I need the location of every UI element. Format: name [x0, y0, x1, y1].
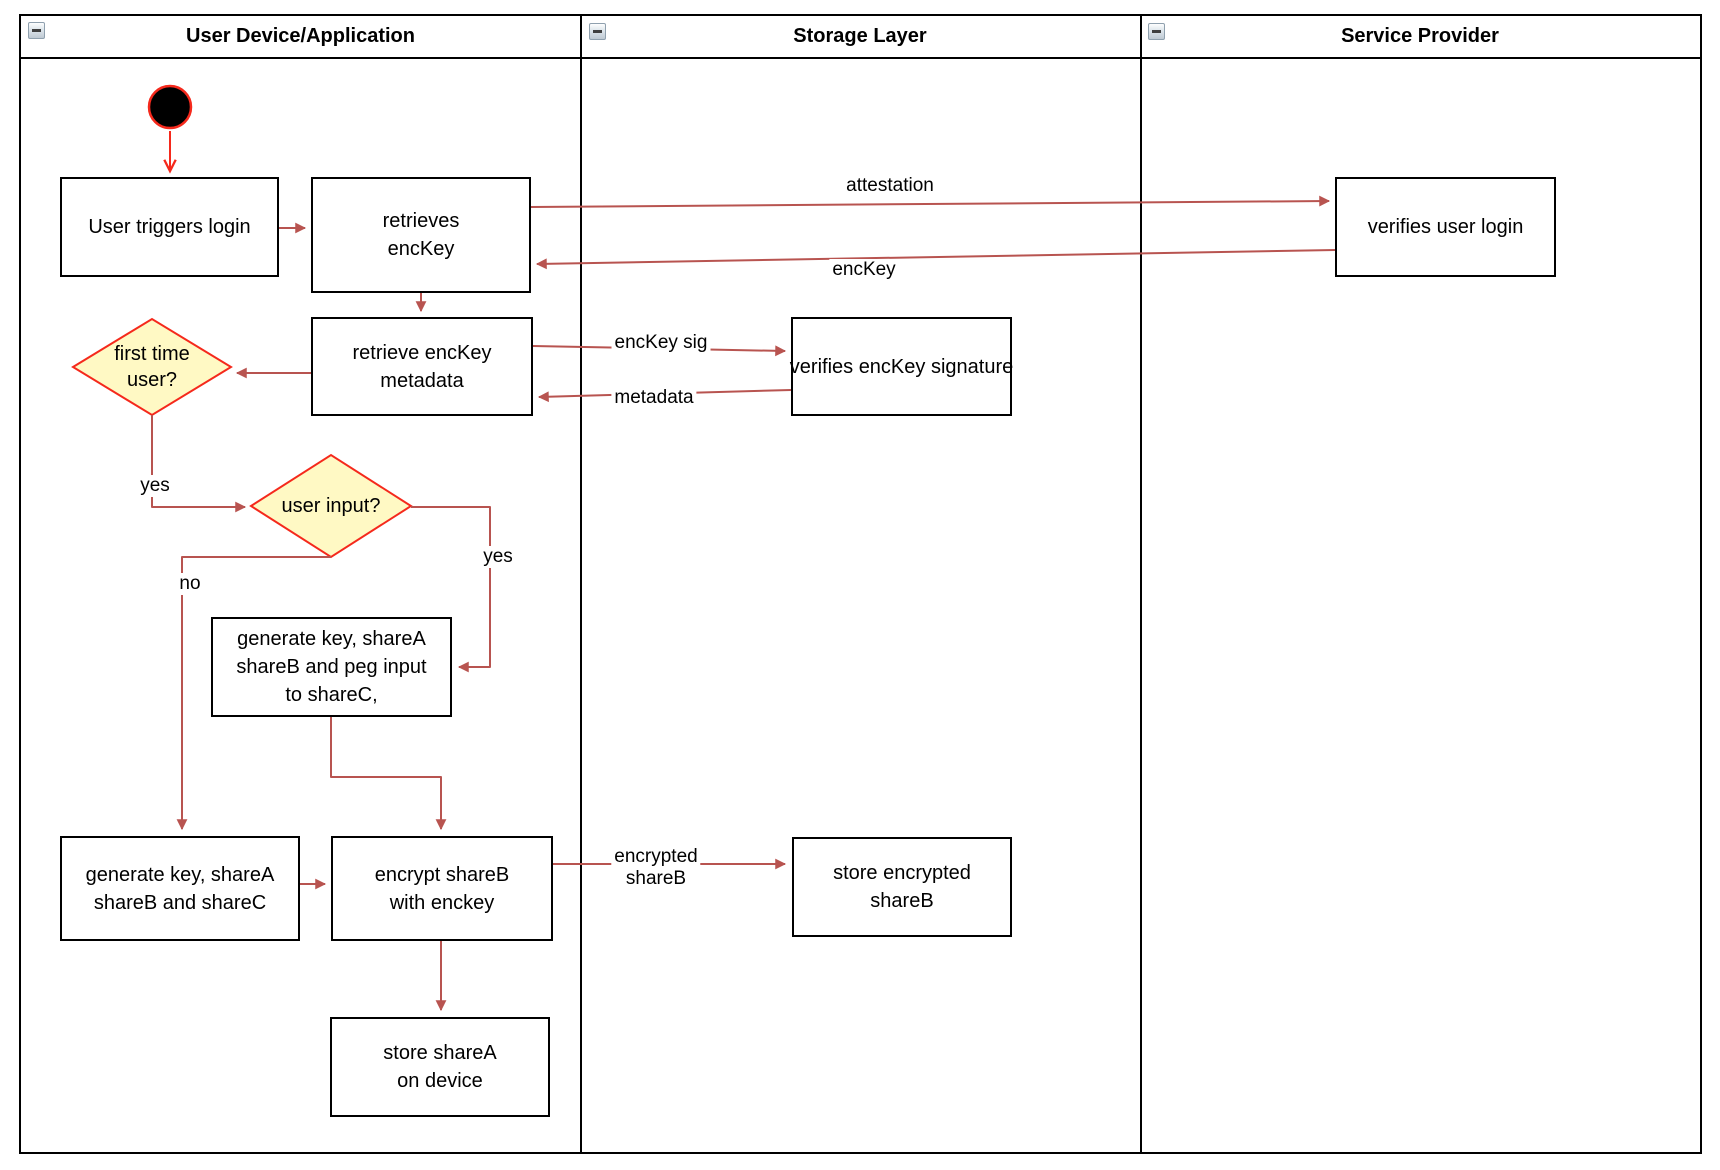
- edge-label-metadata: metadata: [611, 387, 697, 409]
- lane-title-text: Service Provider: [1341, 24, 1499, 47]
- diagram-frame: [19, 14, 1702, 1154]
- node-generate-key-peg-input[interactable]: generate key, shareA shareB and peg inpu…: [211, 617, 452, 717]
- node-encrypt-shareb[interactable]: encrypt shareB with enckey: [331, 836, 553, 941]
- collapse-lane-button[interactable]: [28, 22, 45, 39]
- edge-label-enckey: encKey: [829, 259, 899, 281]
- lane-divider-2: [1140, 14, 1142, 1152]
- edge-label-yes-first-time: yes: [137, 475, 173, 497]
- collapse-lane-button[interactable]: [1148, 23, 1165, 40]
- edge-peg-to-encrypt[interactable]: [330, 717, 447, 831]
- edge-label-yes-user-input: yes: [480, 546, 516, 568]
- edge-userinput-no[interactable]: [176, 556, 331, 831]
- node-generate-key-abc[interactable]: generate key, shareA shareB and shareC: [60, 836, 300, 941]
- node-retrieves-enckey[interactable]: retrieves encKey: [311, 177, 531, 293]
- decision-first-time-user[interactable]: [71, 317, 233, 417]
- lane-title-text: Storage Layer: [793, 24, 927, 47]
- node-store-sharea-device[interactable]: store shareA on device: [330, 1017, 550, 1117]
- lane-divider-1: [580, 14, 582, 1152]
- node-store-encrypted-shareb[interactable]: store encrypted shareB: [792, 837, 1012, 937]
- edge-label-no-user-input: no: [176, 573, 204, 595]
- lane-header-service-provider[interactable]: Service Provider: [1140, 14, 1700, 58]
- edge-label-enckey-sig: encKey sig: [611, 332, 711, 354]
- minus-icon: [32, 29, 41, 32]
- node-verifies-enckey-signature[interactable]: verifies encKey signature: [790, 317, 1013, 416]
- edge-firsttime-yes[interactable]: [151, 415, 247, 513]
- collapse-lane-button[interactable]: [589, 23, 606, 40]
- minus-icon: [593, 30, 602, 33]
- node-verifies-user-login[interactable]: verifies user login: [1335, 177, 1556, 277]
- edge-label-attestation: attestation: [843, 175, 937, 197]
- edge-label-encrypted-shareb: encrypted shareB: [611, 846, 701, 890]
- lane-header-storage-layer[interactable]: Storage Layer: [580, 14, 1140, 58]
- minus-icon: [1152, 30, 1161, 33]
- start-node[interactable]: [147, 84, 193, 130]
- edge-userinput-yes[interactable]: [411, 506, 491, 673]
- header-divider: [19, 57, 1700, 59]
- node-retrieve-enckey-metadata[interactable]: retrieve encKey metadata: [311, 317, 533, 416]
- node-user-triggers-login[interactable]: User triggers login: [60, 177, 279, 277]
- lane-header-user-device[interactable]: User Device/Application: [21, 14, 580, 58]
- decision-user-input[interactable]: [249, 453, 413, 559]
- edge-enckey-return[interactable]: [535, 249, 1336, 270]
- edge-attestation[interactable]: [530, 195, 1331, 208]
- lane-title-text: User Device/Application: [186, 24, 415, 47]
